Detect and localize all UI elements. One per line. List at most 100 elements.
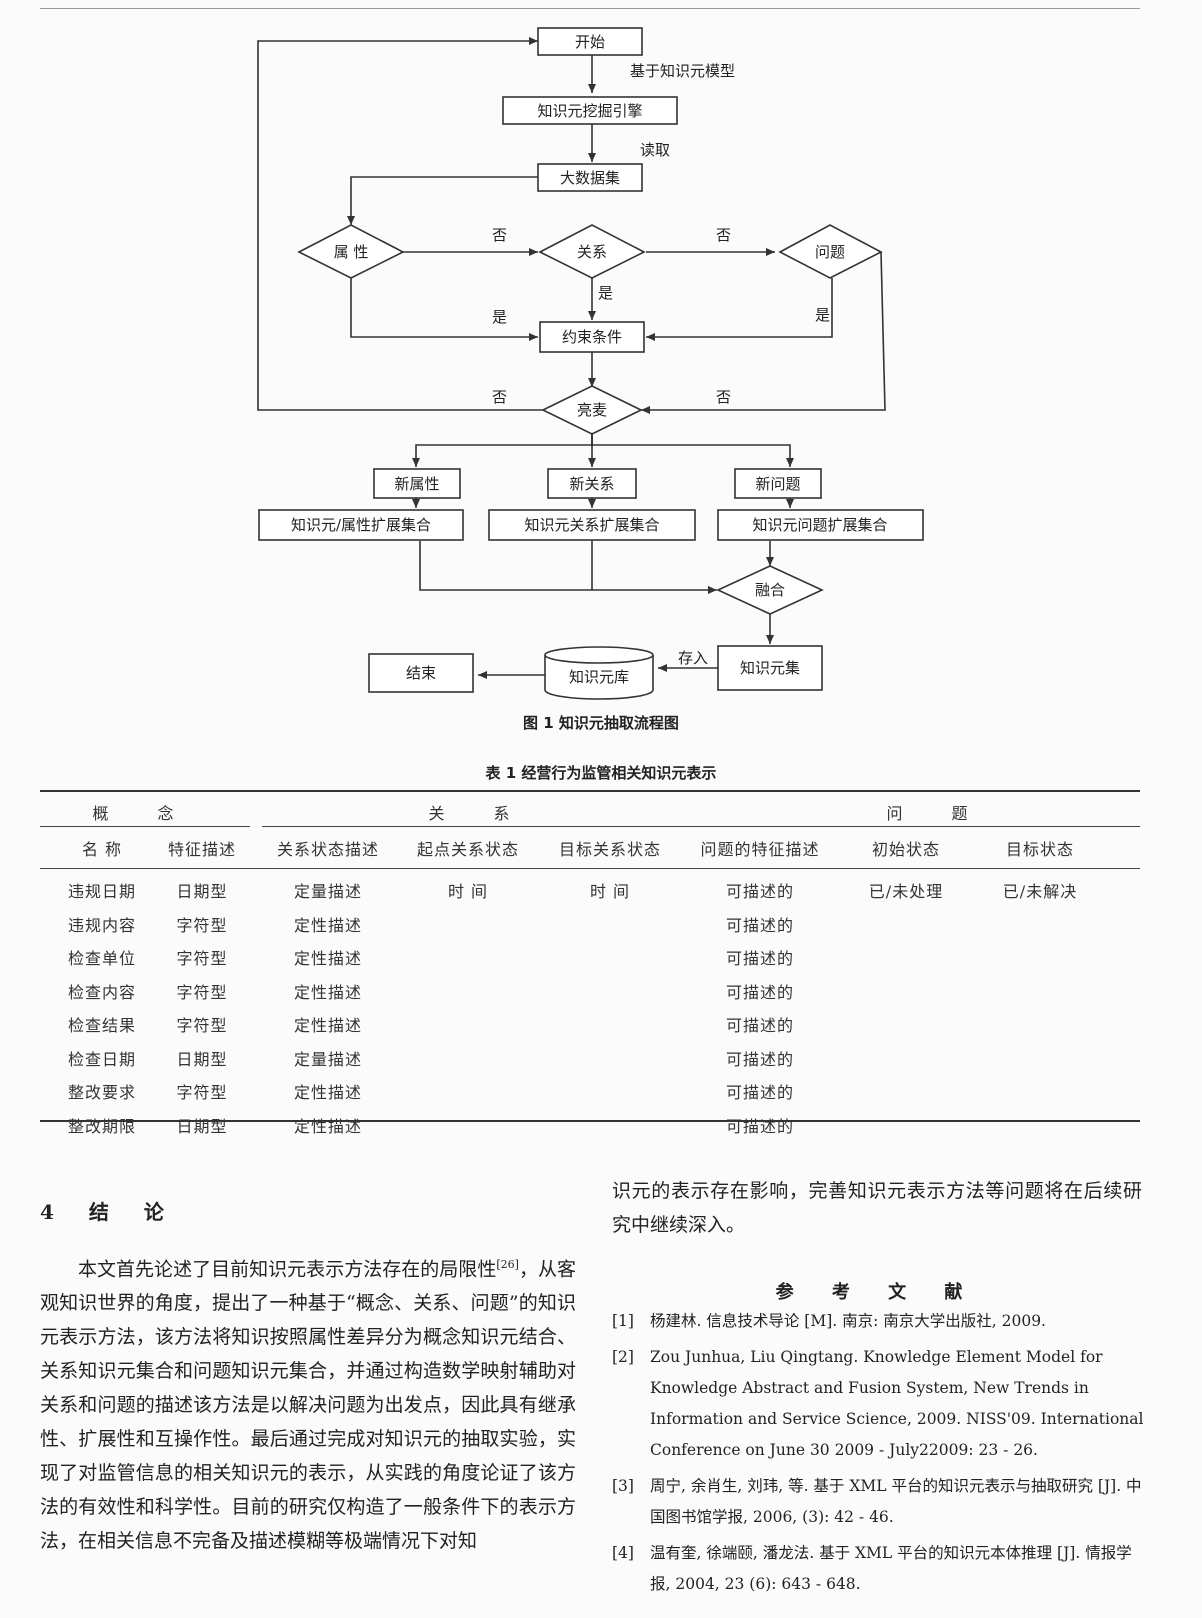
table-cell: 日期型: [176, 882, 228, 901]
table-header-cell: 关系状态描述: [276, 840, 379, 859]
table-cell: 可描述的: [725, 1116, 794, 1136]
table-cell: 时 间: [589, 882, 631, 901]
reference-number: [4]: [612, 1544, 634, 1562]
table-caption: 表 1 经营行为监管相关知识元表示: [485, 764, 717, 782]
table-header-cell: 初始状态: [871, 840, 940, 859]
table-cell: 检查单位: [67, 949, 136, 968]
table-bottom-rule: [40, 1120, 1140, 1122]
table-cell: 定性描述: [293, 915, 362, 935]
node-problem: 问题: [778, 224, 883, 279]
label-yes-problem: 是: [815, 306, 830, 324]
table-cell: 可描述的: [725, 915, 794, 935]
label-yes-relation: 是: [598, 284, 613, 302]
node-attr-label: 属 性: [334, 243, 369, 261]
reference-item: [1] 杨建林. 信息技术导论 [M]. 南京: 南京大学出版社, 2009.: [612, 1306, 1148, 1337]
node-new-prob: 新问题: [734, 468, 822, 499]
table-cell: 违规日期: [67, 882, 136, 901]
table-cell: 可描述的: [725, 1049, 794, 1069]
node-new-rel-label: 新关系: [569, 475, 614, 493]
table-cell: 已/未解决: [1002, 882, 1078, 901]
table-cell: 时 间: [447, 882, 489, 901]
table-header-cell: 特征描述: [167, 840, 236, 859]
label-based-on: 基于知识元模型: [630, 62, 735, 80]
table-cell: 可描述的: [725, 1083, 794, 1102]
table-cell: 字符型: [176, 949, 228, 968]
table-cell: 字符型: [176, 915, 228, 935]
flowchart: 开始 知识元挖掘引擎 大数据集 属 性 关系 问题 约束条件 亮麦 新属性 新关…: [257, 27, 924, 700]
group-problem: 问 题: [886, 804, 990, 823]
node-ke-lib-label: 知识元库: [569, 668, 629, 686]
figure-caption: 图 1 知识元抽取流程图: [523, 714, 679, 732]
node-start: 开始: [537, 27, 643, 56]
node-highlight: 亮麦: [541, 385, 643, 435]
conclusion-text-a: 本文首先论述了目前知识元表示方法存在的局限性: [78, 1258, 497, 1281]
table-cell: 可描述的: [725, 982, 794, 1002]
reference-item: [3]周宁, 余肖生, 刘玮, 等. 基于 XML 平台的知识元表示与抽取研究 …: [612, 1471, 1148, 1533]
node-engine: 知识元挖掘引擎: [502, 96, 678, 125]
table-cell: 定量描述: [293, 882, 362, 901]
table-cell: 字符型: [176, 1083, 228, 1102]
node-engine-label: 知识元挖掘引擎: [537, 102, 642, 120]
label-no-right: 否: [716, 388, 731, 406]
edge-labels: 基于知识元模型 读取 否 否 是 是 是 否 否 存入: [492, 62, 830, 667]
node-ke-lib: 知识元库: [544, 646, 654, 700]
reference-item: [2] Zou Junhua, Liu Qingtang. Knowledge E…: [612, 1342, 1148, 1466]
group-relation: 关 系: [428, 804, 532, 823]
node-new-rel: 新关系: [547, 468, 637, 499]
section-title: 4 结 论: [40, 1200, 178, 1224]
node-dataset: 大数据集: [537, 163, 643, 192]
group-rule-relation: [262, 826, 720, 827]
reference-text: 杨建林. 信息技术导论 [M]. 南京: 南京大学出版社, 2009.: [650, 1312, 1046, 1330]
node-attr-set: 知识元/属性扩展集合: [258, 509, 464, 541]
references-title: 参 考 文 献: [775, 1282, 979, 1303]
table-cell: 定性描述: [293, 1083, 362, 1102]
node-new-prob-label: 新问题: [755, 475, 800, 493]
reference-text: Zou Junhua, Liu Qingtang. Knowledge Elem…: [650, 1348, 1144, 1459]
label-no-left: 否: [492, 388, 507, 406]
header-rule: [40, 8, 1140, 9]
table-cell: 字符型: [176, 1016, 228, 1035]
table-header-cell: 起点关系状态: [416, 840, 519, 859]
reference-list: [1] 杨建林. 信息技术导论 [M]. 南京: 南京大学出版社, 2009. […: [612, 1306, 1148, 1605]
table-cell: 可描述的: [725, 1016, 794, 1035]
node-start-label: 开始: [575, 33, 605, 51]
reference-text: 温有奎, 徐端颐, 潘龙法. 基于 XML 平台的知识元本体推理 [J]. 情报…: [650, 1544, 1132, 1593]
node-end-label: 结束: [406, 664, 436, 682]
reference-text: 周宁, 余肖生, 刘玮, 等. 基于 XML 平台的知识元表示与抽取研究 [J]…: [650, 1477, 1142, 1526]
table-cell: 已/未处理: [868, 882, 944, 901]
label-no-relation: 否: [716, 226, 731, 244]
node-end: 结束: [368, 653, 474, 693]
reference-number: [2]: [612, 1348, 634, 1366]
table-header-cell: 目标关系状态: [558, 840, 661, 859]
node-new-attr-label: 新属性: [394, 475, 439, 493]
table-header-cell: 问题的特征描述: [700, 840, 820, 859]
node-attr-set-label: 知识元/属性扩展集合: [291, 516, 431, 534]
continuation-paragraph: 识元的表示存在影响，完善知识元表示方法等问题将在后续研究中继续深入。: [612, 1180, 1142, 1236]
table-header-cell: 目标状态: [1005, 840, 1074, 859]
label-yes-attr: 是: [492, 308, 507, 326]
table-top-rule: [40, 790, 1140, 792]
node-new-attr: 新属性: [373, 468, 461, 499]
table-cell: 检查内容: [67, 982, 136, 1002]
reference-number: [1]: [612, 1312, 634, 1330]
node-attr: 属 性: [297, 224, 405, 279]
node-constraint-label: 约束条件: [562, 328, 622, 346]
table-header-cell: 名 称: [81, 840, 123, 859]
table-cell: 违规内容: [67, 915, 136, 935]
node-fuse: 融合: [716, 565, 824, 615]
reference-item: [4] 温有奎, 徐端颐, 潘龙法. 基于 XML 平台的知识元本体推理 [J].…: [612, 1538, 1148, 1600]
node-ke-set-label: 知识元集: [740, 659, 800, 677]
node-relation: 关系: [538, 224, 646, 279]
node-rel-set-label: 知识元关系扩展集合: [524, 516, 659, 534]
table-cell: 检查结果: [67, 1016, 136, 1035]
conclusion-paragraph: 本文首先论述了目前知识元表示方法存在的局限性[26]，从客观知识世界的角度，提出…: [40, 1248, 576, 1558]
group-rule-problem: [700, 826, 1140, 827]
table-cell: 定量描述: [293, 1049, 362, 1069]
node-prob-set-label: 知识元问题扩展集合: [752, 516, 887, 534]
group-rule-concept: [40, 826, 250, 827]
table-cell: 可描述的: [725, 949, 794, 968]
citation: [26]: [496, 1258, 519, 1271]
table-cell: 定性描述: [293, 1016, 362, 1035]
node-constraint: 约束条件: [539, 321, 645, 353]
node-ke-set: 知识元集: [717, 645, 823, 691]
